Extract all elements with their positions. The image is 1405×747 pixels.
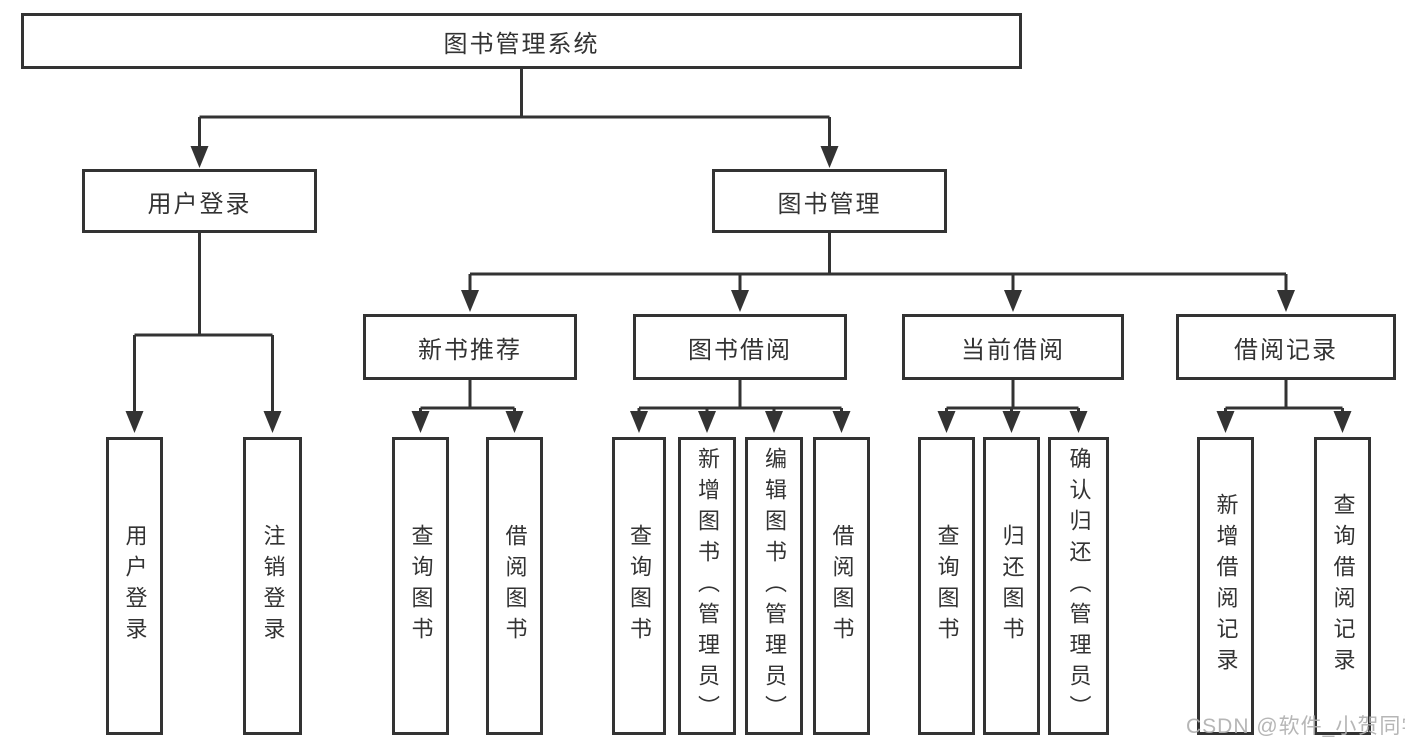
leaf-borrow-borrow-book: 借阅图书 bbox=[813, 437, 870, 735]
node-root-system: 图书管理系统 bbox=[21, 13, 1022, 69]
leaf-newrec-query-book: 查询图书 bbox=[392, 437, 449, 735]
node-book-borrowing: 图书借阅 bbox=[633, 314, 847, 380]
leaf-records-query-record: 查询借阅记录 bbox=[1314, 437, 1371, 735]
leaf-user-login: 用户登录 bbox=[106, 437, 163, 735]
csdn-watermark: CSDN @软件_小贺同学 bbox=[1186, 715, 1405, 738]
leaf-records-add-record: 新增借阅记录 bbox=[1197, 437, 1254, 735]
leaf-current-return-book: 归还图书 bbox=[983, 437, 1040, 735]
leaf-current-query-book: 查询图书 bbox=[918, 437, 975, 735]
node-new-book-recommend: 新书推荐 bbox=[363, 314, 577, 380]
leaf-borrow-add-book-admin: 新增图书（管理员） bbox=[678, 437, 736, 735]
leaf-borrow-query-book: 查询图书 bbox=[612, 437, 666, 735]
leaf-logout: 注销登录 bbox=[243, 437, 302, 735]
leaf-newrec-borrow-book: 借阅图书 bbox=[486, 437, 543, 735]
leaf-borrow-edit-book-admin: 编辑图书（管理员） bbox=[745, 437, 803, 735]
leaf-current-confirm-return-admin: 确认归还（管理员） bbox=[1048, 437, 1109, 735]
node-book-management: 图书管理 bbox=[712, 169, 947, 233]
connector-path bbox=[133, 69, 1344, 413]
node-borrow-records: 借阅记录 bbox=[1176, 314, 1396, 380]
node-current-borrowing: 当前借阅 bbox=[902, 314, 1124, 380]
node-user-login: 用户登录 bbox=[82, 169, 317, 233]
